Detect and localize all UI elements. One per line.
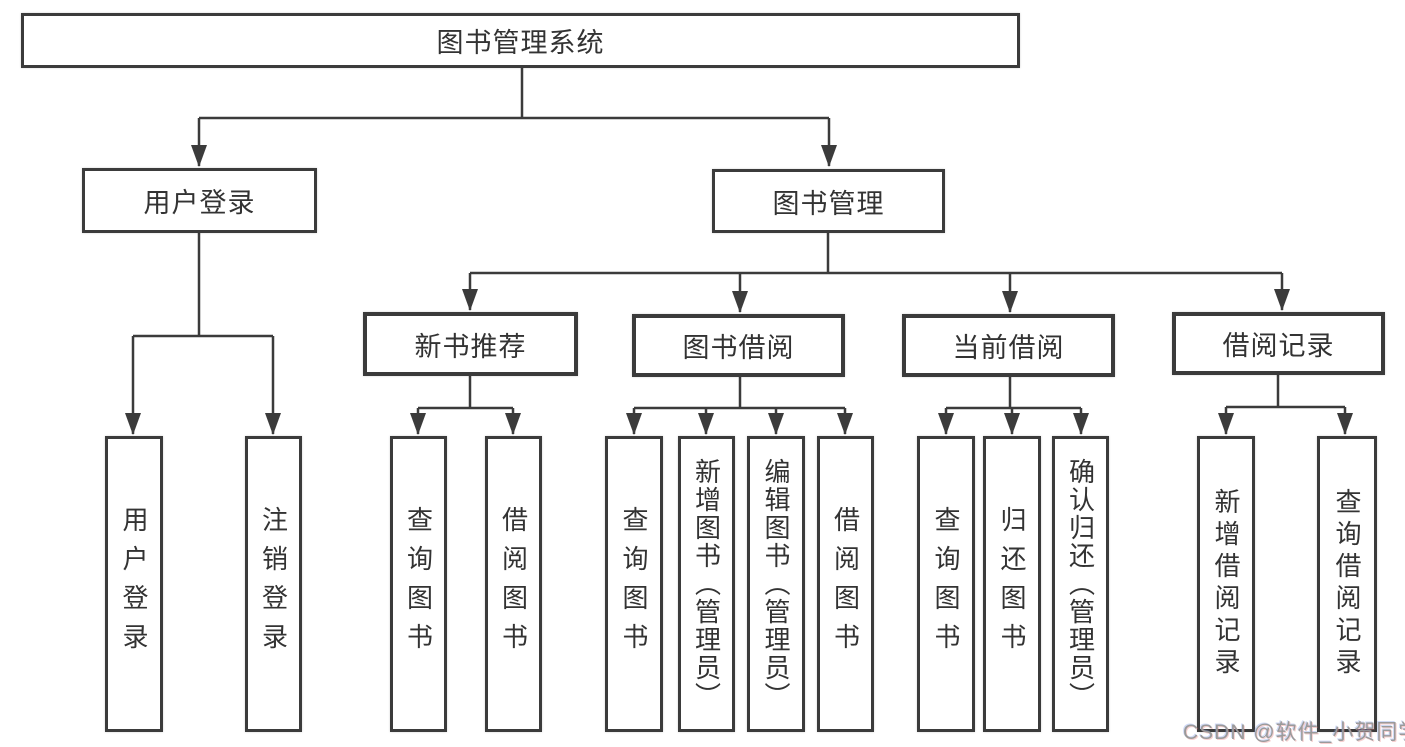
leaf-recommend-query-books-label: 查询图书 <box>403 506 434 662</box>
leaf-recommend-borrow-books: 借阅图书 <box>485 436 542 732</box>
leaf-borrow-add-books-admin: 新增图书（管理员） <box>678 436 735 732</box>
leaf-borrow-add-books-admin-label: 新增图书（管理员） <box>691 458 722 710</box>
leaf-borrow-edit-books-admin: 编辑图书（管理员） <box>747 436 805 732</box>
leaf-current-confirm-return-admin: 确认归还（管理员） <box>1052 436 1109 732</box>
node-borrow-records-label: 借阅记录 <box>1222 331 1335 361</box>
node-current-borrow-label: 当前借阅 <box>952 333 1065 363</box>
leaf-records-add-record: 新增借阅记录 <box>1197 436 1255 732</box>
node-user-login: 用户登录 <box>82 168 317 233</box>
node-book-management: 图书管理 <box>712 169 945 233</box>
node-borrow-records: 借阅记录 <box>1172 312 1385 375</box>
leaf-current-return-books-label: 归还图书 <box>997 506 1027 662</box>
leaf-borrow-borrow-books-label: 借阅图书 <box>830 506 861 662</box>
leaf-logout: 注销登录 <box>245 436 302 732</box>
node-root-label: 图书管理系统 <box>436 28 605 58</box>
leaf-logout-label: 注销登录 <box>258 506 289 662</box>
leaf-borrow-edit-books-admin-label: 编辑图书（管理员） <box>761 458 791 710</box>
leaf-current-query-books: 查询图书 <box>917 436 975 732</box>
node-new-book-recommend: 新书推荐 <box>363 312 578 376</box>
leaf-user-login: 用户登录 <box>105 436 163 732</box>
leaf-records-query-record-label: 查询借阅记录 <box>1332 488 1362 680</box>
node-user-login-label: 用户登录 <box>143 188 256 218</box>
node-book-borrow: 图书借阅 <box>632 314 845 377</box>
node-book-management-label: 图书管理 <box>772 188 885 219</box>
leaf-recommend-borrow-books-label: 借阅图书 <box>498 506 529 662</box>
leaf-current-return-books: 归还图书 <box>983 436 1041 732</box>
node-current-borrow: 当前借阅 <box>902 314 1115 377</box>
node-root-system: 图书管理系统 <box>21 13 1020 68</box>
leaf-borrow-query-books-label: 查询图书 <box>619 506 649 662</box>
leaf-current-query-books-label: 查询图书 <box>931 506 961 662</box>
leaf-current-confirm-return-admin-label: 确认归还（管理员） <box>1065 458 1096 710</box>
leaf-records-query-record: 查询借阅记录 <box>1317 436 1377 732</box>
node-new-book-recommend-label: 新书推荐 <box>414 331 527 362</box>
leaf-user-login-label: 用户登录 <box>119 506 149 662</box>
leaf-recommend-query-books: 查询图书 <box>390 436 447 732</box>
node-book-borrow-label: 图书借阅 <box>682 333 795 363</box>
watermark-text: CSDN @软件_小贺同学 <box>1183 721 1405 744</box>
leaf-records-add-record-label: 新增借阅记录 <box>1211 488 1241 680</box>
leaf-borrow-query-books: 查询图书 <box>605 436 663 732</box>
leaf-borrow-borrow-books: 借阅图书 <box>817 436 874 732</box>
